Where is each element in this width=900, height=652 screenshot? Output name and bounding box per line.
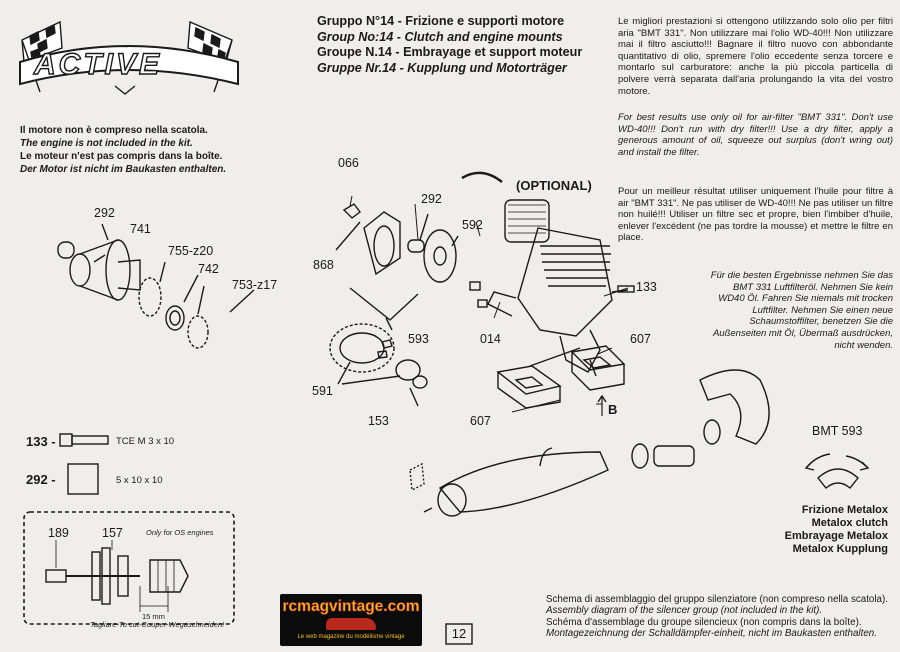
website-tagline: Le web magazine du modélisme vintage xyxy=(297,634,405,640)
website-banner: rcmagvintage.com Le web magazine du modé… xyxy=(280,594,422,646)
label-066: 066 xyxy=(338,156,359,170)
heading-it: Gruppo N°14 - Frizione e supporti motore xyxy=(317,14,565,28)
page-number: 12 xyxy=(451,626,467,641)
silencer-note: Schema di assemblaggio del gruppo silenz… xyxy=(546,594,888,640)
clutch-lower xyxy=(329,287,428,407)
screw-symbol xyxy=(59,433,109,447)
engine-mounts xyxy=(496,345,626,416)
exhaust-system xyxy=(409,369,770,517)
engine-not-included-note: Il motore non è compreso nella scatola. … xyxy=(20,124,226,176)
inset-note: Only for OS engines xyxy=(146,528,214,537)
clutch-title-de: Metalox Kupplung xyxy=(792,543,888,555)
label-014: 014 xyxy=(480,332,501,346)
washer-symbol xyxy=(67,463,99,495)
inset-dimension: 15 mm xyxy=(142,612,165,621)
brand-logo: ACTIVE xyxy=(33,47,163,81)
clutch-bell-center xyxy=(335,203,459,283)
label-593: 593 xyxy=(408,332,429,346)
metalox-clutch-title: Frizione Metalox Metalox clutch Embrayag… xyxy=(785,504,888,556)
inset-label-157: 157 xyxy=(102,526,123,540)
silencer-fr: Schéma d'assemblage du groupe silencieux… xyxy=(546,616,862,628)
label-133: 133 xyxy=(636,280,657,294)
label-292-left: 292 xyxy=(94,206,115,220)
filter-note-fr: Pour un meilleur résultat utiliser uniqu… xyxy=(618,186,893,244)
label-153: 153 xyxy=(368,414,389,428)
website-car-image xyxy=(326,618,376,630)
silencer-it: Schema di assemblaggio del gruppo silenz… xyxy=(546,594,888,605)
os-engine-inset xyxy=(23,511,235,625)
label-753-z17: 753-z17 xyxy=(232,278,278,292)
heading-en: Group No:14 - Clutch and engine mounts xyxy=(317,29,563,44)
metalox-clutch-icon xyxy=(804,453,870,489)
engine-note-fr: Le moteur n'est pas compris dans la boît… xyxy=(20,151,223,162)
logo-banner-icon xyxy=(19,45,239,86)
filter-note-it: Le migliori prestazioni si ottengono uti… xyxy=(618,16,893,97)
legend-washer-desc: 5 x 10 x 10 xyxy=(116,475,163,486)
label-arrow-b: B xyxy=(608,402,618,417)
heading-de: Gruppe Nr.14 - Kupplung und Motorträger xyxy=(317,60,567,75)
legend-screw-desc: TCE M 3 x 10 xyxy=(116,436,175,447)
clutch-parts-left xyxy=(57,223,255,349)
label-607-left: 607 xyxy=(470,414,491,428)
engine-note-de: Der Motor ist nicht im Baukasten enthalt… xyxy=(20,164,227,175)
inset-label-189: 189 xyxy=(48,526,69,540)
group-heading: Gruppo N°14 - Frizione e supporti motore… xyxy=(317,14,582,76)
filter-note-de: Für die besten Ergebnisse nehmen Sie das… xyxy=(710,270,893,351)
label-292-mid: 292 xyxy=(421,192,442,206)
clutch-title-fr: Embrayage Metalox xyxy=(784,530,888,542)
label-868: 868 xyxy=(313,258,334,272)
legend-washer-code: 292 - xyxy=(26,472,56,487)
engine-note-en: The engine is not included in the kit. xyxy=(20,138,193,149)
heading-fr: Groupe N.14 - Embrayage et support moteu… xyxy=(317,45,583,59)
engine-note-it: Il motore non è compreso nella scatola. xyxy=(20,125,208,136)
legend-screw-code: 133 - xyxy=(26,434,56,449)
silencer-en: Assembly diagram of the silencer group (… xyxy=(546,605,823,617)
engine-drawing xyxy=(461,171,635,377)
label-741: 741 xyxy=(130,222,151,236)
inset-cut-note: Tagliare-To cut-Couper-Wegaschneiden! xyxy=(90,620,225,629)
page-number-box xyxy=(445,623,473,645)
clutch-title-it: Frizione Metalox xyxy=(801,504,888,516)
label-optional: (OPTIONAL) xyxy=(516,178,592,193)
label-592: 592 xyxy=(462,218,483,232)
filter-note-en: For best results use only oil for air-fi… xyxy=(618,112,893,158)
label-591: 591 xyxy=(312,384,333,398)
website-name: rcmagvintage.com xyxy=(282,598,420,616)
label-742: 742 xyxy=(198,262,219,276)
bmt-label: BMT 593 xyxy=(812,424,863,438)
label-755-z20: 755-z20 xyxy=(168,244,214,258)
silencer-de: Montagezeichnung der Schalldämpfer-einhe… xyxy=(546,628,877,640)
clutch-title-en: Metalox clutch xyxy=(811,517,888,529)
label-607-right: 607 xyxy=(630,332,651,346)
